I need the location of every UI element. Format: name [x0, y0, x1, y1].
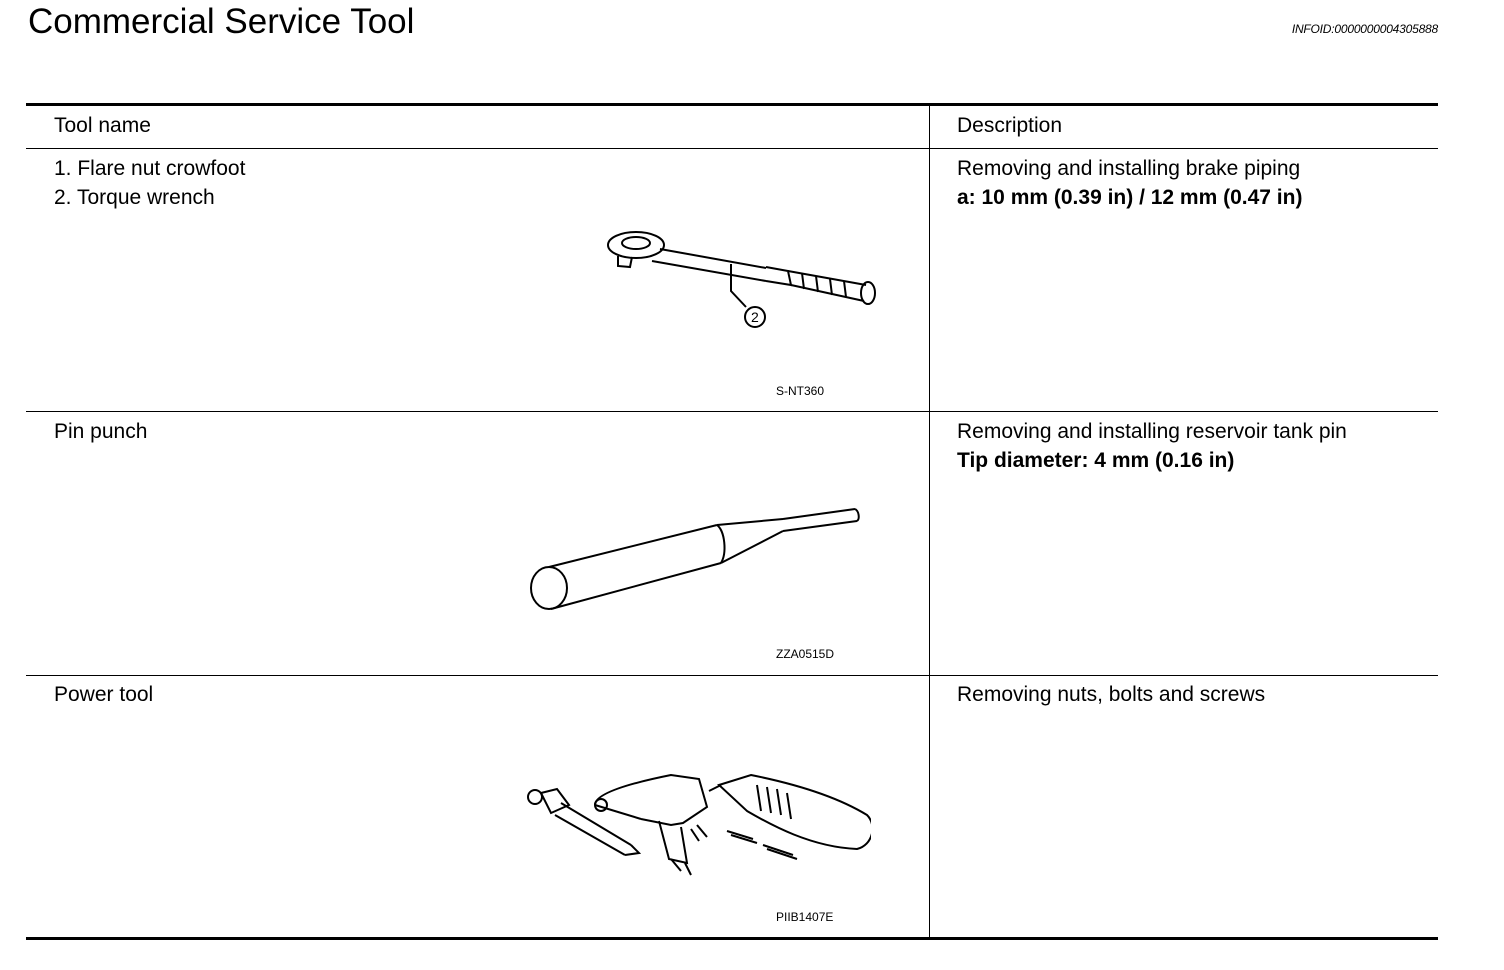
page-title: Commercial Service Tool [28, 2, 415, 41]
row-divider [26, 411, 1438, 412]
tool-name-line: 2. Torque wrench [54, 186, 215, 209]
column-header-description: Description [957, 114, 1063, 137]
pin-punch-illustration [530, 508, 860, 610]
row-divider [26, 675, 1438, 676]
figure-code: ZZA0515D [776, 647, 835, 661]
figure-code: PIIB1407E [776, 910, 834, 924]
tool-description: Removing and installing reservoir tank p… [957, 420, 1347, 443]
figure-code: S-NT360 [776, 384, 825, 398]
flare-nut-crowfoot-and-torque-wrench-illustration: a 1 2 [607, 231, 876, 328]
tool-description: Removing and installing brake piping [957, 157, 1301, 180]
tool-name-line: 1. Flare nut crowfoot [54, 157, 246, 180]
tool-spec: Tip diameter: 4 mm (0.16 in) [957, 449, 1235, 472]
power-tools-illustration [527, 773, 871, 876]
tool-name-line: Power tool [54, 683, 154, 706]
tool-name-line: Pin punch [54, 420, 148, 443]
tool-spec: a: 10 mm (0.39 in) / 12 mm (0.47 in) [957, 186, 1303, 209]
table-top-rule [26, 103, 1438, 106]
column-divider [929, 106, 930, 937]
header-divider [26, 148, 1438, 149]
column-header-tool-name: Tool name [54, 114, 151, 137]
info-id: INFOID:0000000004305888 [1291, 22, 1438, 36]
table-bottom-rule [26, 937, 1438, 940]
figure-callout-2: 2 [751, 309, 759, 325]
tool-description: Removing nuts, bolts and screws [957, 683, 1266, 706]
